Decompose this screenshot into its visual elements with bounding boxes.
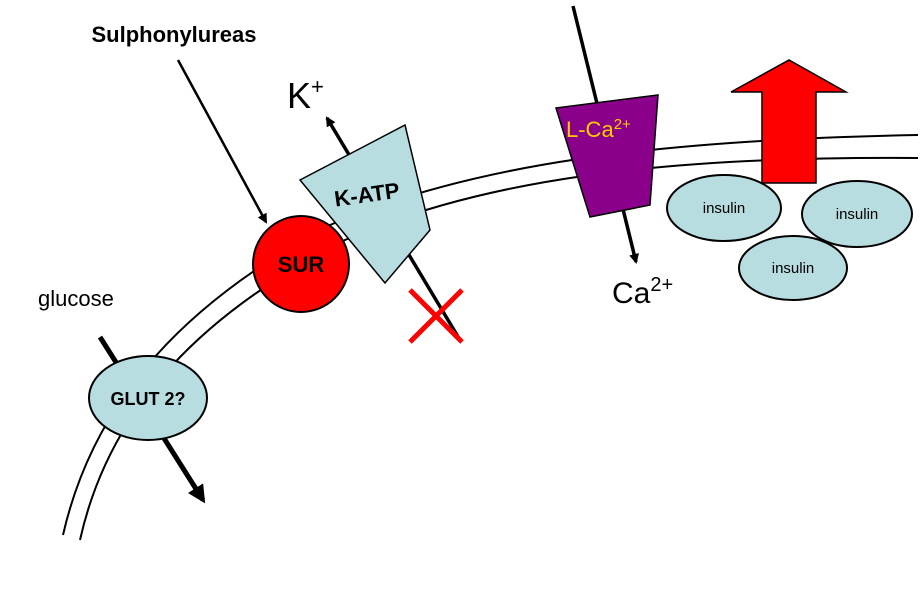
insulin-granule [666, 174, 782, 242]
l-calcium-channel [555, 94, 659, 218]
katp-channel [298, 123, 431, 285]
block-x-icon [408, 288, 464, 344]
insulin-release-arrow [730, 59, 849, 184]
insulin-label: insulin [703, 200, 746, 217]
insulin-granule [738, 235, 848, 301]
cell-membrane-inner [79, 156, 919, 541]
sulphonylureas-arrow [176, 59, 268, 224]
glut2-transporter [88, 355, 208, 441]
sur-receptor [252, 215, 350, 313]
cell-membrane-outer [62, 134, 919, 536]
l-calcium-label: L-Ca2+ [566, 116, 631, 142]
potassium-label: K+ [287, 74, 324, 116]
insulin-granule [801, 180, 913, 248]
insulin-label: insulin [772, 260, 815, 277]
insulin-label: insulin [836, 206, 879, 223]
glut2-label: GLUT 2? [111, 389, 186, 409]
sulphonylureas-label: Sulphonylureas [91, 22, 256, 47]
glucose-label: glucose [38, 286, 114, 311]
sur-label: SUR [278, 252, 325, 277]
calcium-label: Ca2+ [612, 274, 673, 310]
